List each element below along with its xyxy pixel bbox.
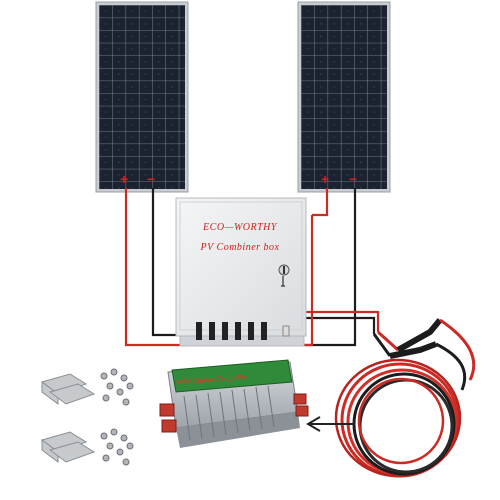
combiner-box-title: PV Combiner box bbox=[200, 242, 280, 253]
mounting-brackets bbox=[40, 368, 134, 466]
panel-left-plus-label: + bbox=[120, 171, 129, 187]
solar-panel-left bbox=[95, 1, 189, 193]
solar-panel-right bbox=[297, 1, 391, 193]
combiner-box bbox=[175, 197, 307, 347]
panel-right-plus-label: + bbox=[321, 171, 330, 187]
panel-right-minus-label: − bbox=[349, 171, 358, 187]
cable-coil bbox=[334, 318, 476, 478]
mc4-connectors bbox=[372, 318, 443, 359]
charge-controller bbox=[159, 359, 309, 448]
arrow-icon bbox=[306, 416, 355, 432]
panel-left-minus-label: − bbox=[147, 171, 156, 187]
combiner-box-brand: ECO—WORTHY bbox=[203, 222, 277, 233]
